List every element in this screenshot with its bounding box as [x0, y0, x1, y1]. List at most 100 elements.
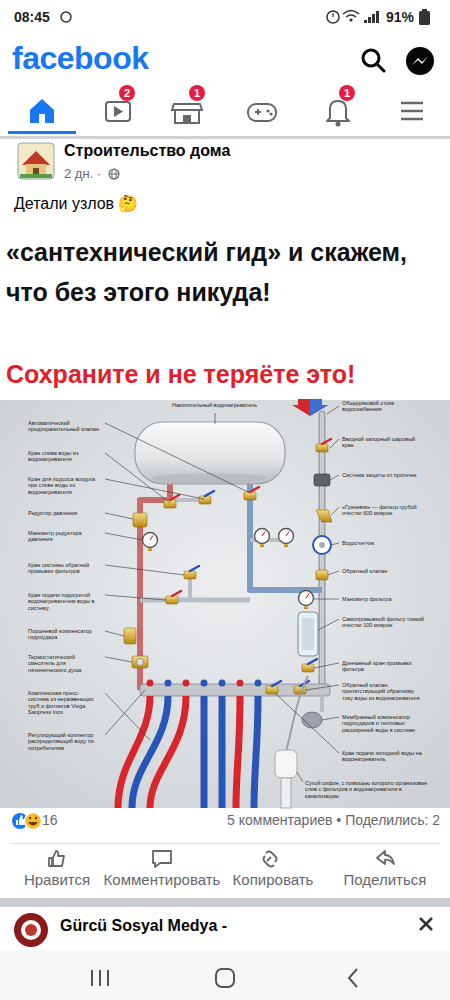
globe-icon [109, 169, 119, 179]
header-icons [377, 64, 384, 71]
tab-bar-icons [257, 109, 259, 115]
plumbing-illustration [183, 680, 190, 687]
action-icons [264, 852, 277, 867]
tab-bar-icons [30, 99, 54, 123]
leader-lines [314, 663, 339, 668]
separator [0, 898, 450, 907]
part-label: Манометр фильтра [342, 596, 424, 602]
leader-lines [105, 690, 145, 735]
plumbing-illustration [201, 696, 208, 808]
leader-lines [330, 439, 339, 448]
plumbing-illustration [124, 628, 136, 644]
app-logo: facebook [12, 40, 148, 77]
next-post-header [21, 920, 41, 940]
plumbing-illustration [201, 680, 208, 687]
nav-buttons [99, 970, 101, 986]
part-label: Мембранный компенсатор гидроударов и теп… [342, 714, 424, 733]
part-label: Система защиты от протечек [342, 472, 424, 478]
leader-lines [331, 543, 339, 545]
part-label: Обратный клапан [342, 568, 424, 574]
badge-count: 1 [194, 87, 200, 99]
page-avatar [18, 143, 54, 179]
part-label: Кран системы обратной промывки фильтров [28, 562, 100, 575]
part-label: Обратный клапан, препятствующий обратном… [342, 682, 424, 701]
plumbing-illustration [118, 414, 332, 808]
plumbing-illustration [316, 510, 332, 522]
nav-bar [0, 950, 450, 1000]
plumbing-illustration [302, 659, 317, 672]
status-time: 08:45 [14, 9, 50, 25]
leader-lines [105, 565, 184, 575]
action-icons [49, 851, 394, 867]
plumbing-illustration [165, 680, 172, 687]
status-icons [376, 11, 379, 23]
reaction-icons [29, 817, 31, 819]
leader-lines [105, 479, 204, 499]
part-label: «Грязевик» — фильтр грубой очистки 600 м… [342, 504, 424, 517]
plumbing-illustration [199, 491, 214, 504]
reaction-icons [16, 815, 25, 825]
leader-lines [105, 533, 142, 540]
plumbing-illustration [254, 696, 258, 808]
headline: «сантехнический гид» и скажем, что без э… [6, 232, 444, 312]
leader-lines [297, 772, 303, 782]
part-label: Комплексная пресс-система из нержавеющих… [28, 690, 100, 715]
plumbing-illustration [137, 659, 144, 666]
action-button-label: Копировать [233, 871, 314, 888]
next-post-header [14, 913, 432, 947]
headline-red: Сохраните и не теряёте это! [6, 358, 444, 390]
header-icons [406, 47, 434, 75]
leader-lines [105, 406, 339, 782]
action-icons [377, 851, 394, 864]
status-icons [364, 20, 367, 23]
leader-lines [318, 619, 339, 630]
plumbing-illustration [313, 536, 331, 554]
comment-share-count: 5 комментариев • Поделились: 2 [227, 812, 440, 828]
tab-bar-icons [114, 106, 123, 117]
reaction-icons [35, 817, 37, 819]
action-button-label: Комментировать [104, 871, 221, 888]
plumbing-illustration [164, 495, 179, 508]
plumbing-illustration [236, 696, 240, 808]
next-post-header [420, 918, 432, 930]
plumbing-illustration [132, 656, 148, 668]
action-icons [49, 851, 64, 866]
plumbing-illustration [133, 513, 147, 527]
plumbing-illustration [275, 750, 297, 778]
tab-bar-icons [401, 110, 423, 113]
next-post-header [14, 913, 48, 947]
separator [0, 136, 450, 139]
plumbing-illustration [302, 712, 322, 728]
part-label: Водосчетчик [342, 540, 424, 546]
action-icons [153, 851, 171, 867]
plumbing-illustration [250, 484, 322, 590]
page-avatar [18, 143, 54, 179]
tab-bar-icons [269, 112, 272, 115]
leader-lines [306, 685, 339, 690]
part-label: Поршневой компенсатор гидроудара [28, 628, 100, 641]
status-icons [422, 9, 427, 11]
battery-percent: 91% [386, 9, 414, 25]
plumbing-illustration [135, 422, 285, 484]
tab-bar-icons [39, 114, 45, 123]
status-icons [349, 18, 352, 21]
part-label: Автоматический предохранительный клапан [28, 420, 100, 433]
leader-lines [331, 507, 339, 515]
post-time: 2 дн. · [64, 166, 101, 181]
plumbing-illustration [255, 529, 270, 548]
part-label: Накопительный водонагреватель [172, 402, 282, 408]
plumbing-illustration [298, 612, 318, 656]
leader-lines [314, 599, 339, 600]
tab-bar-icons [327, 101, 349, 121]
plumbing-illustration [244, 487, 259, 500]
nav-buttons [91, 970, 93, 986]
leader-lines [330, 475, 339, 480]
plumbing-illustration [147, 680, 154, 687]
plumbing-illustration [237, 680, 244, 687]
plumbing-illustration [316, 570, 328, 580]
header-icons [412, 56, 428, 65]
globe-icon [112, 169, 116, 179]
leader-lines [105, 631, 124, 636]
leader-lines [105, 595, 166, 600]
leader-lines [328, 571, 339, 575]
